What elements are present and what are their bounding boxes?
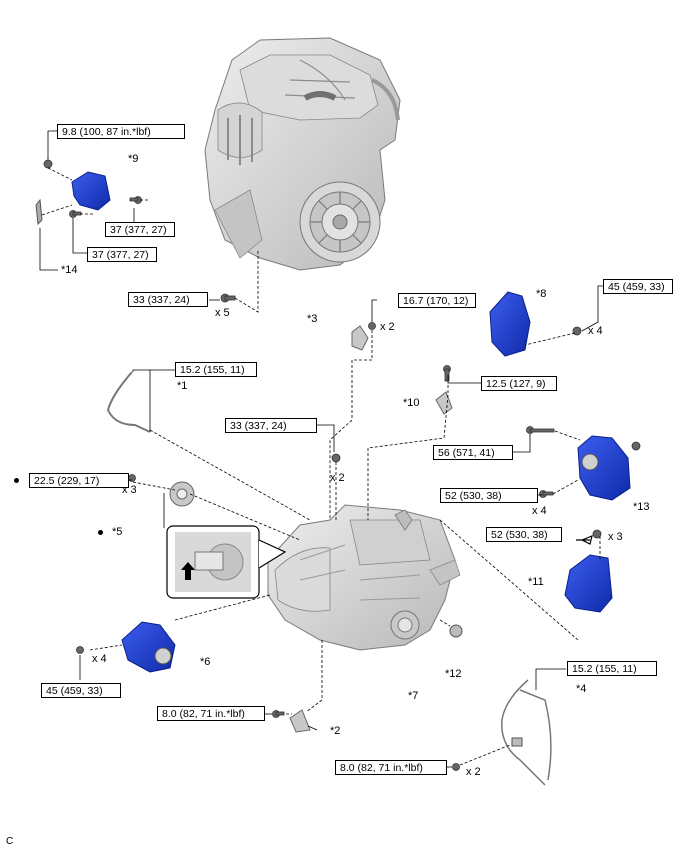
bullet-marker (14, 478, 19, 483)
callout-label: *13 (633, 501, 650, 513)
part-13-mount-insulator (577, 435, 631, 501)
callout-label: *10 (403, 397, 420, 409)
torque-spec: 16.7 (170, 12) (398, 293, 476, 308)
callout-label: *7 (408, 690, 419, 702)
engine-illustration (204, 37, 401, 271)
quantity-label: x 4 (532, 505, 547, 517)
callout-label: *3 (307, 313, 318, 325)
callout-label: *6 (200, 656, 211, 668)
quantity-label: x 4 (92, 653, 107, 665)
torque-spec: 37 (377, 27) (87, 247, 157, 262)
dashed-assembly-lines (41, 167, 601, 766)
torque-spec: 45 (459, 33) (603, 279, 673, 294)
torque-spec: 15.2 (155, 11) (175, 362, 257, 377)
callout-label: *1 (177, 380, 188, 392)
torque-spec: 9.8 (100, 87 in.*lbf) (57, 124, 185, 139)
callout-label: *12 (445, 668, 462, 680)
torque-spec: 52 (530, 38) (440, 488, 538, 503)
torque-spec: 8.0 (82, 71 in.*lbf) (335, 760, 447, 775)
torque-spec: 37 (377, 27) (105, 222, 175, 237)
torque-spec: 15.2 (155, 11) (567, 661, 657, 676)
quantity-label: x 5 (215, 307, 230, 319)
torque-spec: 8.0 (82, 71 in.*lbf) (157, 706, 265, 721)
callout-label: *11 (528, 576, 544, 588)
callout-label: *14 (61, 264, 78, 276)
bolts (43, 159, 641, 771)
part-9-engine-mount-bracket (71, 171, 111, 211)
quantity-label: x 3 (608, 531, 623, 543)
callout-label: *8 (536, 288, 547, 300)
torque-spec: 33 (337, 24) (225, 418, 317, 433)
quantity-label: x 2 (466, 766, 481, 778)
torque-spec: 56 (571, 41) (433, 445, 513, 460)
part-6-mount-bracket (121, 621, 176, 673)
callout-label: *2 (330, 725, 341, 737)
quantity-label: x 3 (122, 484, 137, 496)
torque-spec: 12.5 (127, 9) (481, 376, 557, 391)
inset-detail (166, 525, 287, 599)
corner-code: C (6, 836, 14, 847)
torque-spec: 33 (337, 24) (128, 292, 208, 307)
quantity-label: x 4 (588, 325, 603, 337)
callout-label: *9 (128, 153, 139, 165)
torque-spec: 45 (459, 33) (41, 683, 121, 698)
part-11-mount-bracket (564, 554, 613, 613)
torque-spec: 22.5 (229, 17) (29, 473, 129, 488)
part-8-mount-bracket (489, 291, 531, 357)
callout-label: *5 (112, 526, 123, 538)
transaxle-illustration (267, 504, 461, 651)
bullet-marker (98, 530, 103, 535)
callout-label: *4 (576, 683, 587, 695)
torque-spec: 52 (530, 38) (486, 527, 562, 542)
leader-lines (39, 130, 605, 768)
quantity-label: x 2 (330, 472, 345, 484)
quantity-label: x 2 (380, 321, 395, 333)
